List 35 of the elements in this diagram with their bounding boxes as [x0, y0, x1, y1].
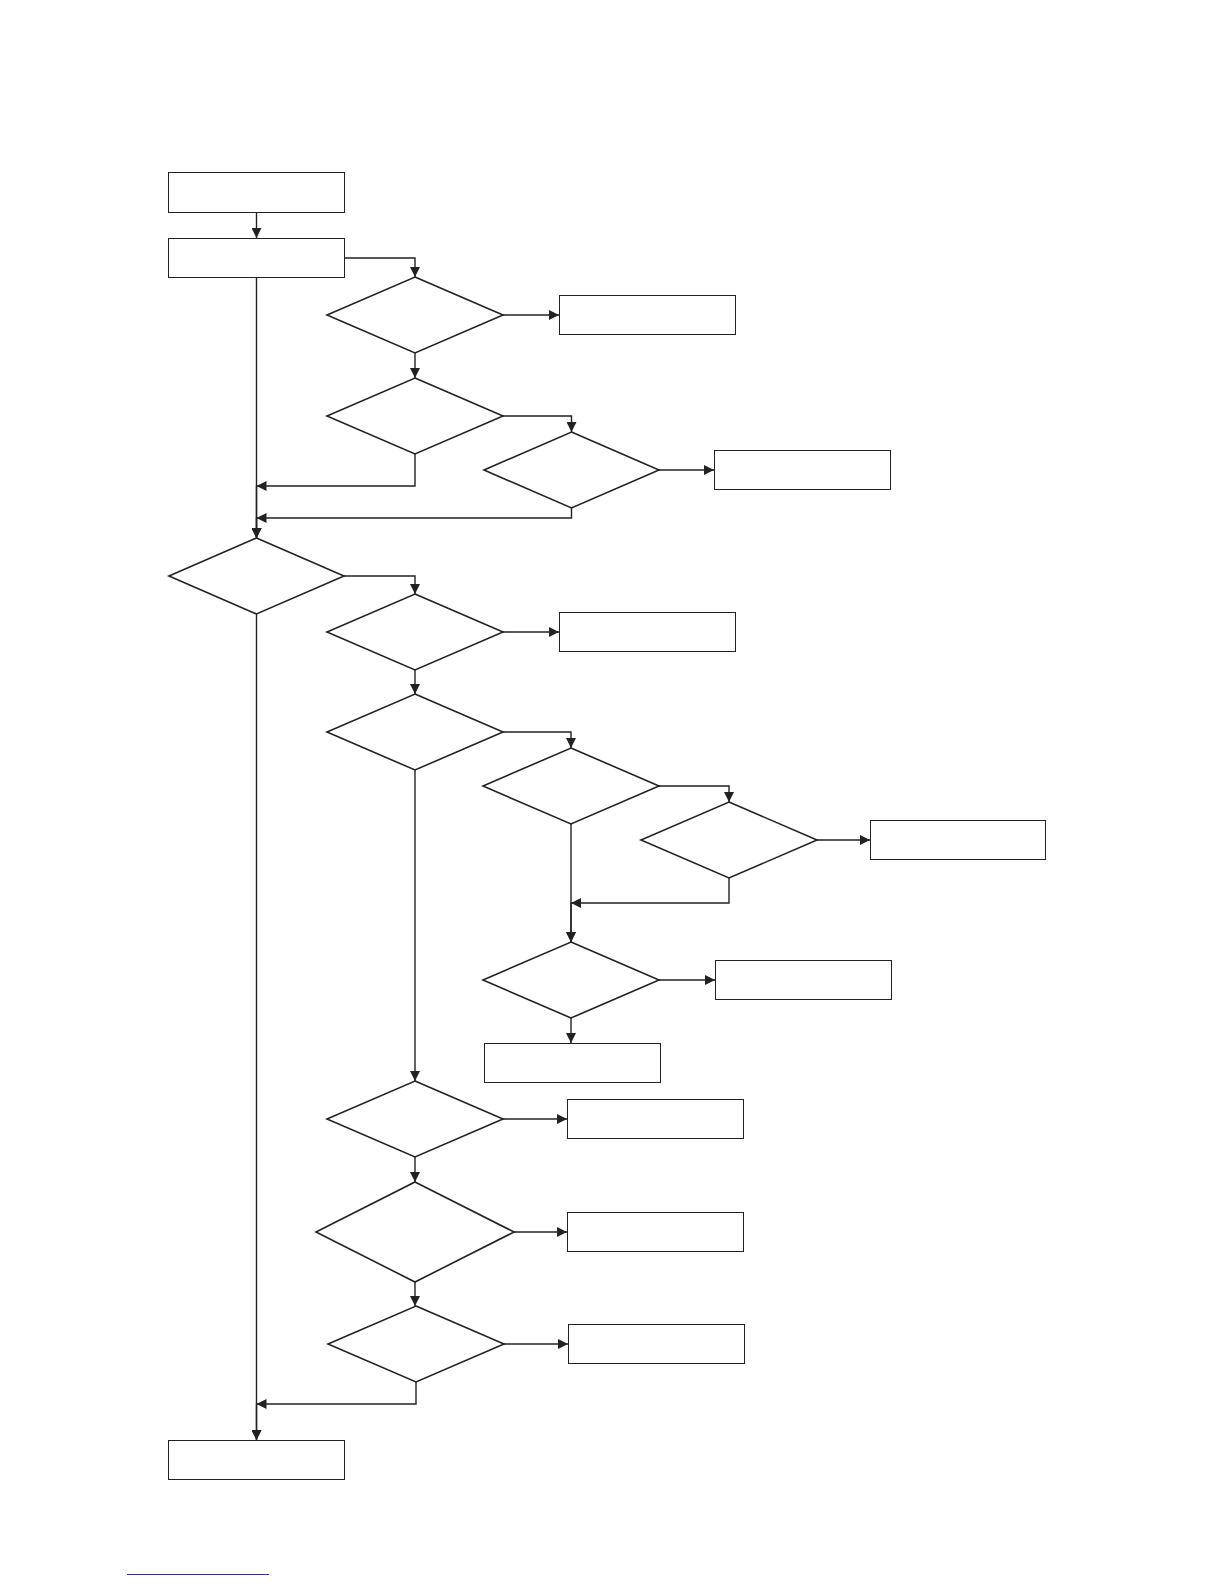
arrow: [410, 669, 420, 695]
arrow: [410, 352, 420, 379]
process-box: [714, 450, 891, 490]
process-box: [484, 1043, 661, 1083]
arrow: [251, 277, 262, 539]
arrow: [410, 1156, 420, 1183]
arrow: [502, 627, 560, 637]
arrow: [658, 785, 734, 803]
process-box: [870, 820, 1046, 860]
process-box: [168, 1440, 345, 1480]
process-box: [567, 1212, 744, 1252]
process-box: [559, 612, 736, 652]
arrow: [410, 1281, 420, 1307]
process-box: [168, 172, 345, 213]
arrow: [503, 1339, 569, 1349]
arrow: [410, 769, 420, 1082]
arrow: [513, 1227, 568, 1237]
arrow: [502, 731, 576, 749]
arrow: [344, 257, 420, 278]
arrow: [566, 1017, 576, 1044]
arrow: [251, 613, 262, 1441]
arrow: [502, 1114, 568, 1124]
arrow: [502, 310, 560, 320]
arrow: [658, 975, 716, 985]
arrow: [658, 465, 715, 475]
arrow: [502, 415, 577, 433]
process-box: [568, 1324, 745, 1364]
process-box: [168, 238, 345, 278]
process-box: [567, 1099, 744, 1139]
process-box: [715, 960, 892, 1000]
process-box: [559, 295, 736, 335]
arrow: [251, 212, 262, 239]
arrow: [816, 835, 871, 845]
arrow: [343, 575, 420, 595]
arrow: [566, 877, 730, 943]
